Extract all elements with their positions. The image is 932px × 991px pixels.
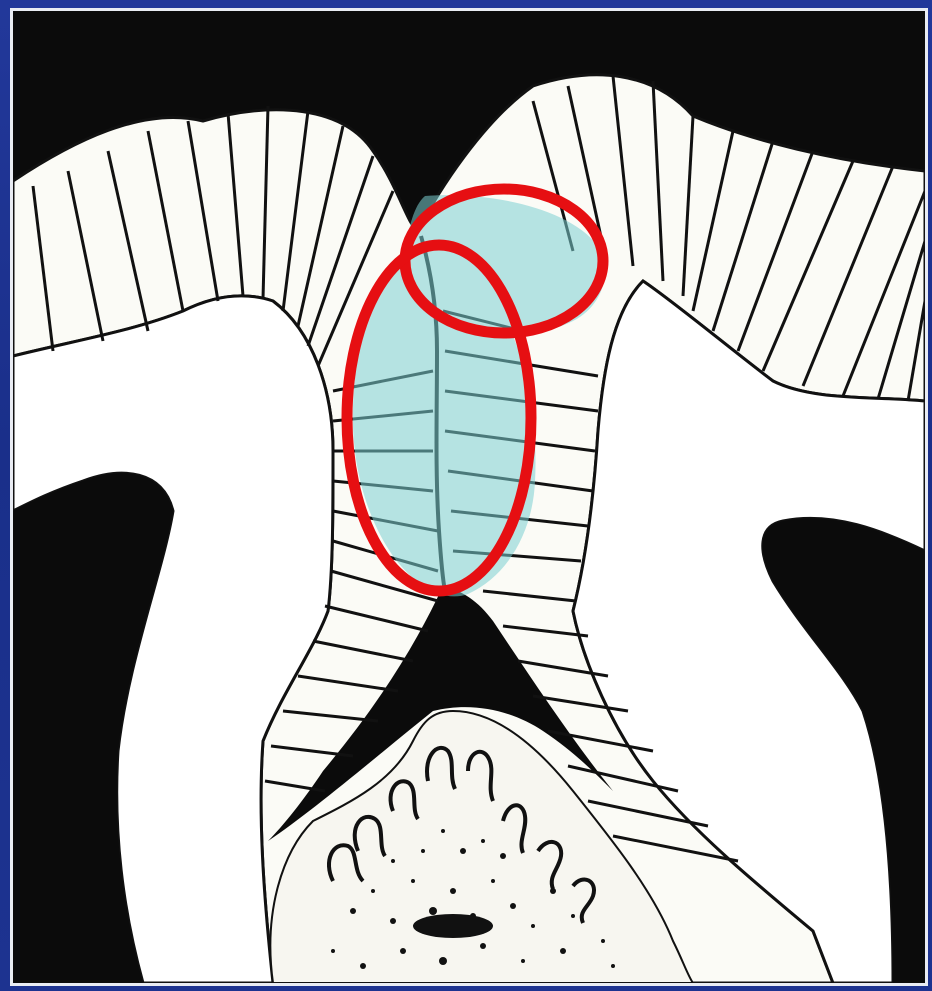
- tooth-illustration: [10, 8, 928, 986]
- tooth-diagram: [13, 11, 925, 983]
